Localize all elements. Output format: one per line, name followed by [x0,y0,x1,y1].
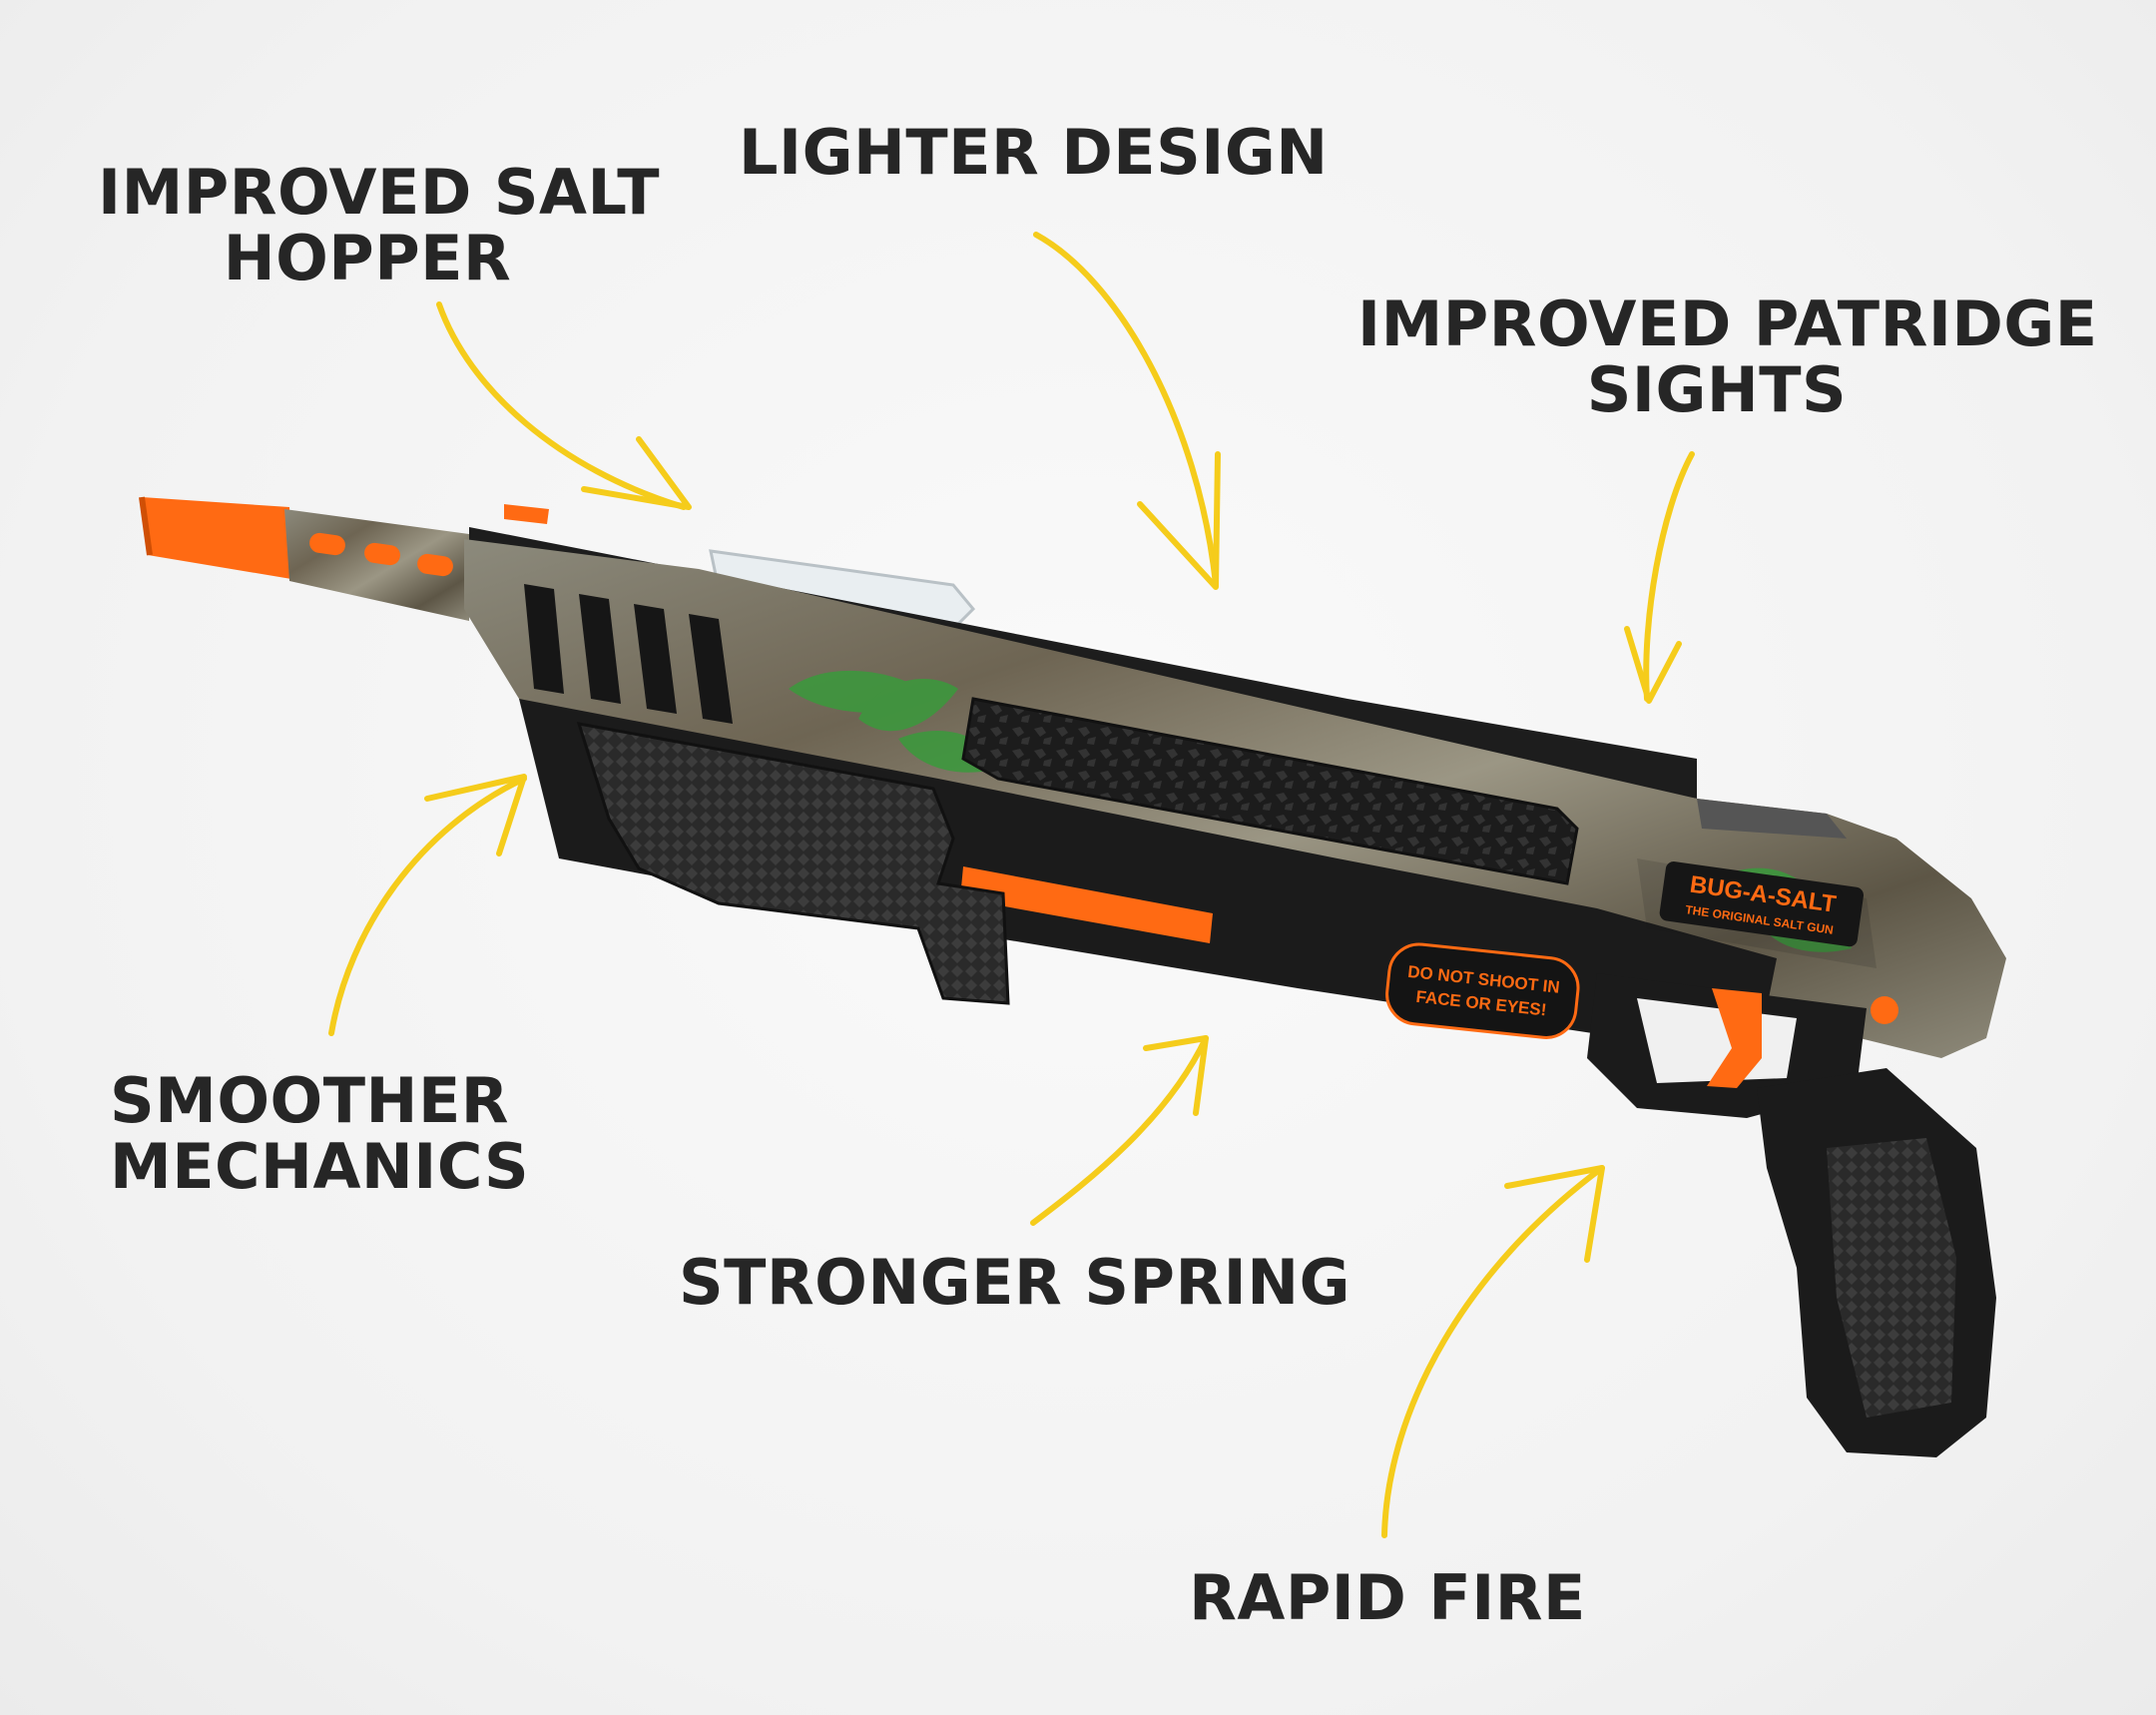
callout-line: RAPID FIRE [1189,1561,1586,1634]
callout-improved-salt-hopper: IMPROVED SALT HOPPER [98,156,661,294]
vent-slots [524,584,733,724]
arrow-salt-hopper [436,301,692,510]
orange-slide [960,866,1213,943]
pump-handle [576,722,1010,1005]
arrow-smoother-mechanics [328,774,527,1036]
trigger [1707,988,1762,1088]
callout-line: SIGHTS [1586,353,1848,426]
arrow-rapid-fire [1381,1165,1605,1538]
callout-line: STRONGER SPRING [679,1246,1351,1319]
rear-sight [1697,799,1847,839]
arrow-stronger-spring [1030,1035,1209,1226]
callout-line: LIGHTER DESIGN [739,116,1329,189]
callout-rapid-fire: RAPID FIRE [1178,1565,1597,1631]
arrow-lighter-design [1033,232,1221,590]
safety-button [1871,996,1898,1024]
callout-line: IMPROVED SALT [98,156,661,229]
callout-lighter-design: LIGHTER DESIGN [739,116,1329,189]
barrel [139,496,469,621]
annotation-arrows [328,232,1695,1538]
arrow-patridge-sights [1624,451,1695,704]
callout-smoother-mechanics: SMOOTHER MECHANICS [110,1064,530,1203]
side-grip-panel [961,697,1579,885]
callout-line: MECHANICS [110,1130,530,1203]
callout-improved-patridge-sights: IMPROVED PATRIDGE SIGHTS [1357,287,2098,426]
callout-line: IMPROVED PATRIDGE [1357,287,2098,360]
product-logo: BUG-A-SALT THE ORIGINAL SALT GUN [1659,861,1865,947]
callout-line: SMOOTHER [110,1064,510,1137]
warning-sticker: DO NOT SHOOT IN FACE OR EYES! [1385,942,1580,1039]
callout-stronger-spring: STRONGER SPRING [679,1246,1351,1319]
callout-line: HOPPER [223,222,512,294]
